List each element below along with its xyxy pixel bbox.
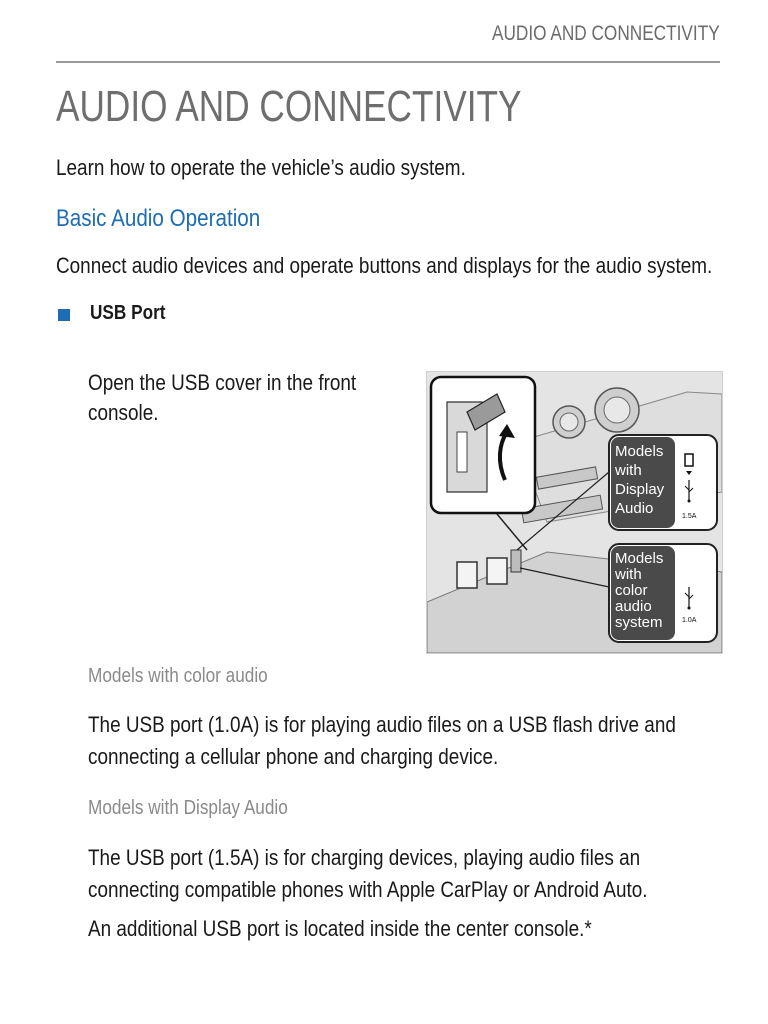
callout-line: Models	[615, 550, 663, 567]
current-rating: 1.0A	[682, 617, 697, 624]
callout-line: with	[614, 566, 642, 583]
callout-line: audio	[615, 598, 652, 615]
note-label-color-audio: Models with color audio	[88, 665, 268, 687]
callout-line: with	[614, 462, 642, 479]
note-line: connecting a cellular phone and charging…	[88, 744, 499, 769]
instruction-line: Open the USB cover in the front	[88, 370, 357, 395]
instruction-line: console.	[88, 400, 159, 425]
intro-text: Learn how to operate the vehicle’s audio…	[56, 155, 466, 180]
header-divider	[56, 61, 720, 63]
usb-port-illustration: Models with Display Audio 1.5A Models wi…	[426, 371, 723, 654]
usb-port-cluster	[456, 549, 522, 589]
note-text-color-audio: The USB port (1.0A) is for playing audio…	[88, 709, 768, 773]
callout-line: Models	[615, 443, 663, 460]
usb-port-label: USB Port	[90, 302, 166, 324]
usb-icon	[684, 480, 694, 503]
callout-line: Audio	[615, 500, 653, 517]
callout-line: color	[615, 582, 648, 599]
callout-line: system	[615, 614, 663, 631]
callout-color-audio: Models with color audio system 1.0A	[608, 543, 718, 643]
note-line: The USB port (1.5A) is for charging devi…	[88, 845, 641, 870]
section-description: Connect audio devices and operate button…	[56, 253, 713, 278]
callout-display-audio: Models with Display Audio 1.5A	[608, 434, 718, 531]
note-label-display-audio: Models with Display Audio	[88, 797, 288, 819]
callout-line: Display	[615, 481, 665, 498]
note-line: The USB port (1.0A) is for playing audio…	[88, 712, 676, 737]
note-line: connecting compatible phones with Apple …	[88, 877, 648, 902]
usb-instruction: Open the USB cover in the front console.	[88, 368, 408, 428]
current-rating: 1.5A	[682, 513, 697, 520]
audio-knob-icon	[552, 387, 640, 439]
console-drawing: Models with Display Audio 1.5A Models wi…	[427, 372, 722, 653]
running-header: AUDIO AND CONNECTIVITY	[492, 22, 720, 45]
page-title: AUDIO AND CONNECTIVITY	[56, 82, 522, 131]
usb-icon	[684, 587, 694, 610]
additional-usb-note: An additional USB port is located inside…	[88, 916, 592, 941]
section-heading: Basic Audio Operation	[56, 205, 261, 232]
note-text-display-audio: The USB port (1.5A) is for charging devi…	[88, 842, 739, 906]
square-bullet-icon	[58, 309, 70, 321]
usb-cover-inset	[429, 375, 537, 515]
phone-icon	[684, 453, 694, 475]
